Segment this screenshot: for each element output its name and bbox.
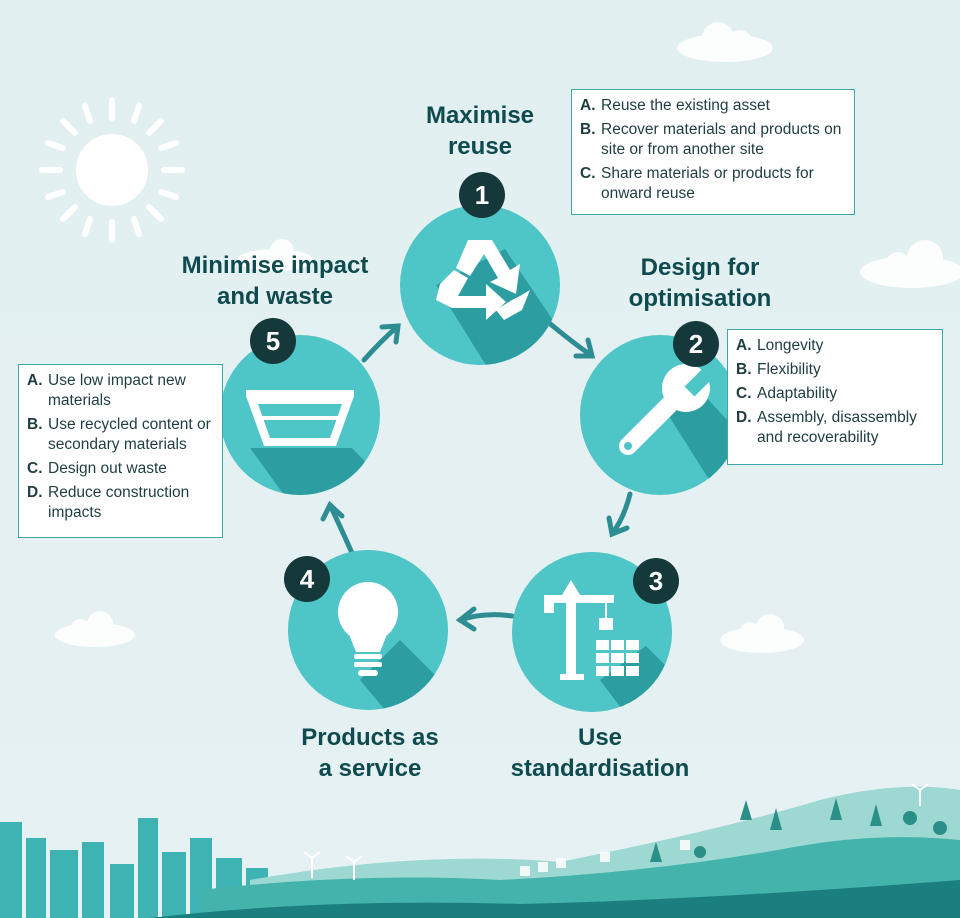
list-item: D.Assembly, disassembly and recoverabili… bbox=[736, 409, 917, 446]
cloud-icon bbox=[860, 240, 960, 288]
step-circle-1 bbox=[400, 205, 560, 365]
sun-icon bbox=[39, 97, 185, 243]
houses bbox=[520, 840, 690, 876]
arrow-3-to-4 bbox=[455, 606, 515, 632]
list-item: A.Longevity bbox=[736, 337, 824, 354]
cloud-icon bbox=[720, 614, 804, 653]
list-item: B.Flexibility bbox=[736, 361, 821, 378]
list-item: A.Reuse the existing asset bbox=[580, 97, 770, 114]
cloud-icon bbox=[55, 611, 135, 647]
list-item: C.Share materials or products for onward… bbox=[580, 165, 814, 202]
step-2-number-badge: 2 bbox=[673, 321, 719, 367]
cloud-icon bbox=[677, 22, 773, 62]
step-2-detail-box: A.Longevity B.Flexibility C.Adaptability… bbox=[727, 329, 943, 465]
skip-bin-icon bbox=[246, 390, 354, 446]
crane-icon bbox=[544, 580, 639, 680]
arrow-5-to-1 bbox=[361, 323, 401, 363]
wrench-icon bbox=[619, 364, 713, 455]
step-5-detail-box: A.Use low impact new materials B.Use rec… bbox=[18, 364, 223, 538]
list-item: C.Design out waste bbox=[27, 460, 167, 477]
recycle-icon bbox=[436, 240, 530, 320]
list-item: C.Adaptability bbox=[736, 385, 838, 402]
step-3-number-badge: 3 bbox=[633, 558, 679, 604]
arrow-4-to-5 bbox=[320, 500, 355, 556]
step-4-number-badge: 4 bbox=[284, 556, 330, 602]
wind-turbines bbox=[303, 783, 929, 880]
list-item: B.Use recycled content or secondary mate… bbox=[27, 416, 211, 453]
hill-front bbox=[150, 880, 960, 918]
step-1-detail-box: A.Reuse the existing asset B.Recover mat… bbox=[571, 89, 855, 215]
trees bbox=[650, 798, 947, 862]
list-item: B.Recover materials and products on site… bbox=[580, 121, 842, 158]
arrow-2-to-3 bbox=[606, 491, 633, 538]
list-item: D.Reduce construction impacts bbox=[27, 484, 190, 521]
list-item: A.Use low impact new materials bbox=[27, 372, 186, 409]
cloud-icon bbox=[237, 239, 313, 271]
step-1-number-badge: 1 bbox=[459, 172, 505, 218]
arrow-1-to-2 bbox=[545, 319, 596, 359]
lightbulb-icon bbox=[338, 582, 398, 676]
step-5-number-badge: 5 bbox=[250, 318, 296, 364]
